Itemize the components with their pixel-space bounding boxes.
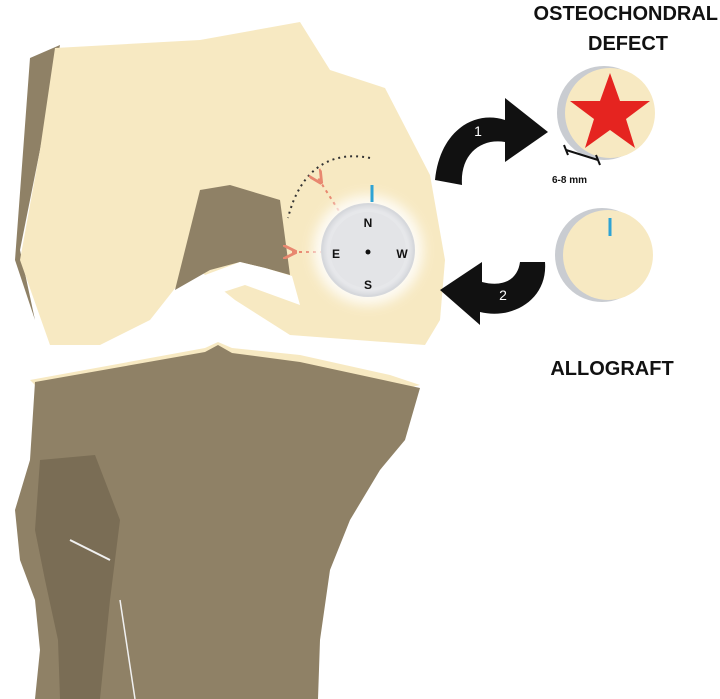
- notch-highlight: [182, 262, 300, 305]
- intercondylar-notch: [175, 185, 290, 290]
- defect-plug: [557, 66, 655, 160]
- measurement-indicator: 6-8 mm: [552, 144, 601, 186]
- measurement-label: 6-8 mm: [552, 175, 587, 186]
- femur-bone-layer: [15, 45, 60, 320]
- curved-arrow-icon: [435, 98, 548, 185]
- step-1-number: 1: [474, 123, 482, 139]
- fibula-bone: [35, 455, 120, 699]
- defect-title-line2: DEFECT: [588, 33, 668, 55]
- defect-title-line1: OSTEOCHONDRAL: [534, 3, 718, 25]
- tibia-bone: [15, 345, 420, 699]
- tibia: [15, 342, 420, 699]
- rotation-path-arc: [287, 155, 371, 219]
- compass-center-dot: [365, 249, 371, 255]
- compass-north: N: [364, 216, 373, 230]
- compass-west: W: [396, 247, 408, 261]
- allograft-title: ALLOGRAFT: [550, 358, 673, 380]
- compass-south: S: [364, 278, 372, 292]
- star-icon: [570, 73, 650, 148]
- curved-arrow-icon: [440, 262, 546, 325]
- step-1-arrow: 1: [435, 98, 548, 185]
- step-2-number: 2: [499, 287, 507, 303]
- allograft-plug-face: [563, 210, 653, 300]
- step-2-arrow: 2: [440, 262, 546, 325]
- fibula-separation: [69, 539, 111, 561]
- allograft-plug: [555, 208, 653, 302]
- implanted-graft-compass: N S E W: [313, 185, 423, 305]
- compass-east: E: [332, 247, 340, 261]
- tibia-separation: [119, 599, 136, 699]
